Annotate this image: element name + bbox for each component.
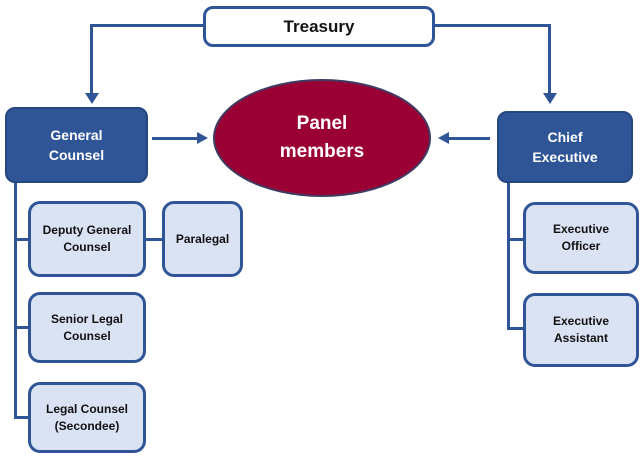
node-senior-legal-counsel: Senior Legal Counsel	[28, 292, 146, 363]
arrowhead-down-general-counsel	[85, 93, 99, 104]
connector-general-counsel-panel	[152, 137, 198, 140]
arrowhead-left-panel	[438, 132, 449, 144]
node-executive-assistant: Executive Assistant	[523, 293, 639, 367]
node-panel-members: Panel members	[213, 79, 431, 197]
node-deputy-general-counsel: Deputy General Counsel	[28, 201, 146, 277]
node-treasury: Treasury	[203, 6, 435, 47]
stub-senior-legal-counsel	[14, 326, 28, 329]
stub-deputy-general-counsel	[14, 238, 28, 241]
arrowhead-right-panel	[197, 132, 208, 144]
stub-executive-officer	[508, 238, 523, 241]
connector-treasury-general-counsel-horizontal	[92, 24, 203, 27]
trunk-general-counsel-children	[14, 182, 17, 419]
trunk-chief-executive-children	[507, 182, 510, 330]
node-chief-executive: Chief Executive	[497, 111, 633, 183]
node-general-counsel: General Counsel	[5, 107, 148, 183]
node-executive-officer: Executive Officer	[523, 202, 639, 274]
connector-treasury-chief-executive-horizontal	[435, 24, 550, 27]
arrowhead-down-chief-executive	[543, 93, 557, 104]
connector-deputy-paralegal	[146, 238, 162, 241]
connector-chief-executive-panel	[448, 137, 490, 140]
connector-treasury-chief-executive-vertical	[548, 24, 551, 94]
stub-legal-counsel-secondee	[14, 416, 28, 419]
connector-treasury-general-counsel-vertical	[90, 24, 93, 94]
stub-executive-assistant	[508, 327, 523, 330]
node-legal-counsel-secondee: Legal Counsel (Secondee)	[28, 382, 146, 453]
node-paralegal: Paralegal	[162, 201, 243, 277]
